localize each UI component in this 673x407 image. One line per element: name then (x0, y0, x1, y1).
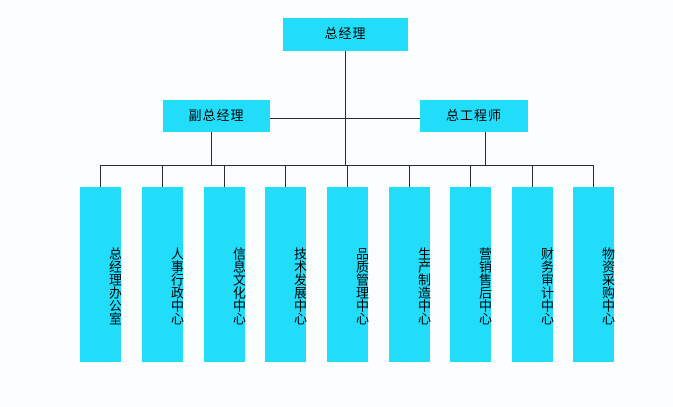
connector-department-stub-2 (162, 165, 163, 187)
node-finance-audit-center-label: 财务审计中心 (538, 246, 553, 325)
connector-department-stub-3 (224, 165, 225, 187)
node-chief-engineer-label: 总工程师 (445, 108, 502, 124)
node-production-manufacturing-center-label: 生产制造中心 (415, 246, 430, 325)
node-gm-office-label: 总经理办公室 (106, 246, 121, 325)
connector-trunk-vertical (345, 50, 346, 166)
node-technology-development-center-label: 技术发展中心 (291, 246, 306, 325)
node-information-culture-center[interactable]: 信息文化中心 (204, 187, 245, 362)
node-deputy-general-manager-label: 副总经理 (188, 108, 245, 124)
node-general-manager[interactable]: 总经理 (283, 18, 408, 51)
node-hr-admin-center-label: 人事行政中心 (168, 246, 183, 325)
connector-deputy-gm-drop (211, 131, 212, 166)
node-marketing-aftersales-center[interactable]: 营销售后中心 (450, 187, 491, 362)
node-production-manufacturing-center[interactable]: 生产制造中心 (389, 187, 430, 362)
node-gm-office[interactable]: 总经理办公室 (80, 187, 121, 362)
node-deputy-general-manager[interactable]: 副总经理 (163, 100, 270, 132)
connector-department-stub-9 (593, 165, 594, 187)
node-quality-management-center[interactable]: 品质管理中心 (327, 187, 368, 362)
connector-department-stub-6 (409, 165, 410, 187)
node-chief-engineer[interactable]: 总工程师 (420, 100, 528, 132)
connector-department-stub-7 (470, 165, 471, 187)
node-quality-management-center-label: 品质管理中心 (353, 246, 368, 325)
node-materials-procurement-center[interactable]: 物资采购中心 (573, 187, 614, 362)
node-information-culture-center-label: 信息文化中心 (230, 246, 245, 325)
connector-second-level-horizontal (270, 118, 420, 119)
node-general-manager-label: 总经理 (324, 27, 367, 42)
node-technology-development-center[interactable]: 技术发展中心 (265, 187, 306, 362)
node-materials-procurement-center-label: 物资采购中心 (599, 246, 614, 325)
node-finance-audit-center[interactable]: 财务审计中心 (512, 187, 553, 362)
connector-department-stub-4 (285, 165, 286, 187)
connector-department-stub-1 (100, 165, 101, 187)
node-hr-admin-center[interactable]: 人事行政中心 (142, 187, 183, 362)
connector-department-stub-8 (532, 165, 533, 187)
connector-chief-engineer-drop (485, 131, 486, 166)
node-marketing-aftersales-center-label: 营销售后中心 (476, 246, 491, 325)
connector-department-stub-5 (347, 165, 348, 187)
